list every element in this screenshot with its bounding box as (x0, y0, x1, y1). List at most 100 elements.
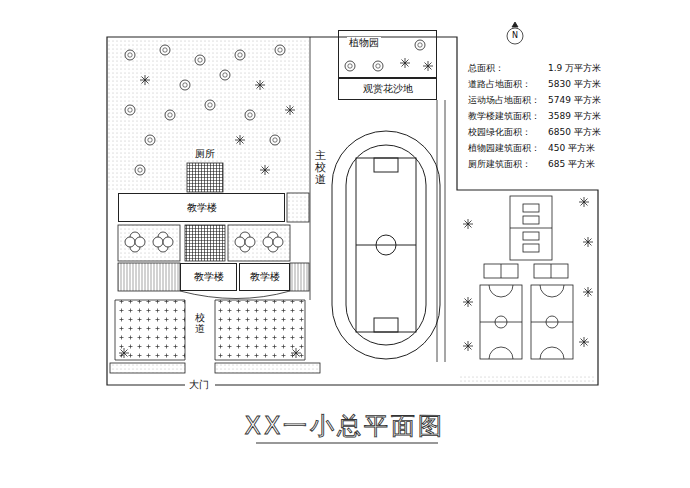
palm-tree (140, 75, 150, 85)
palm-tree (285, 105, 295, 115)
hedge (460, 374, 596, 383)
palm-tree (119, 348, 129, 358)
school-buildings (118, 163, 309, 299)
stat-value: 3589 平方米 (548, 111, 601, 121)
stat-value: 5830 平方米 (548, 79, 601, 89)
palm-tree (255, 80, 265, 90)
palm-tree (463, 297, 473, 307)
palm-tree (583, 237, 593, 247)
palm-tree (579, 197, 589, 207)
track-inner (346, 145, 426, 345)
building-label: 教学楼 (192, 271, 226, 283)
court-mark (523, 204, 539, 212)
sports-courts (460, 196, 596, 383)
running-track (332, 131, 440, 359)
palm-tree (423, 61, 433, 71)
court-mark (523, 232, 539, 240)
court-line (510, 228, 552, 229)
goal-box (374, 318, 398, 332)
shrub (180, 80, 190, 90)
shrub (125, 105, 135, 115)
north-arrow (507, 22, 523, 44)
stat-value: 685 平方米 (548, 159, 595, 169)
garden-area: 植物园 (338, 30, 437, 78)
road-edge (310, 37, 311, 300)
court-line (501, 264, 502, 278)
palm-tree (400, 58, 410, 68)
north-letter: N (512, 31, 518, 40)
flower-bed (115, 300, 185, 360)
shrub (245, 110, 255, 120)
key-arc (540, 285, 564, 359)
shrub (135, 165, 145, 175)
centre-circle (376, 235, 396, 255)
site-boundary (107, 37, 598, 385)
hedge (215, 363, 320, 373)
palm-tree (260, 165, 270, 175)
track-outer (332, 131, 440, 359)
sand-area: 观赏花沙地 (338, 78, 437, 100)
lawn-strip (287, 193, 309, 222)
stat-label: 厕所建筑面积： (468, 159, 531, 169)
hedge (110, 363, 185, 373)
palm-tree (463, 219, 473, 229)
shrub (195, 55, 205, 65)
entrance-arc (180, 291, 290, 299)
palm-tree (579, 337, 589, 347)
court-circle (546, 316, 558, 328)
shrub (373, 61, 383, 71)
shrub (205, 100, 215, 110)
stat-label: 植物园建筑面积： (468, 143, 540, 153)
north-pointer (512, 22, 518, 27)
building-label: 教学楼 (248, 271, 282, 283)
key-arc (489, 285, 513, 359)
courtyard-hatch (185, 225, 225, 261)
stat-value: 450 平方米 (548, 143, 595, 153)
building-wing (118, 263, 180, 291)
court-line (531, 322, 573, 323)
building-label: 教学楼 (185, 202, 219, 214)
stat-label: 校园绿化面积： (468, 127, 531, 137)
stat-value: 1.9 万平方米 (548, 63, 601, 73)
stat-value: 6850 平方米 (548, 127, 601, 137)
quatrefoil (125, 232, 283, 252)
title-underline (256, 442, 438, 443)
stat-label: 教学楼建筑面积： (468, 111, 540, 121)
road-name: 主校道 (315, 150, 326, 186)
shrub (165, 110, 175, 120)
volleyball-court (510, 196, 552, 260)
toilet-building: 厕所 (180, 146, 230, 162)
front-gardens (110, 300, 320, 373)
road-edge (445, 100, 446, 362)
building-label: 厕所 (193, 148, 217, 160)
gate-label: 大门 (189, 379, 209, 391)
building-label: 观赏花沙地 (361, 83, 415, 95)
building-wing (290, 263, 309, 291)
basketball-court (531, 285, 573, 359)
court-circle (495, 316, 507, 328)
courtyard (118, 225, 180, 261)
shrub (270, 135, 280, 145)
courtyard (228, 225, 290, 261)
tennis-court (534, 264, 568, 278)
north-circle (507, 28, 523, 44)
shrub (125, 50, 135, 60)
teaching-building: 教学楼 (180, 263, 237, 291)
palm-tree (291, 348, 301, 358)
court-mark (523, 216, 539, 224)
shrub (415, 40, 425, 50)
palm-tree (583, 287, 593, 297)
building-label: 植物园 (347, 37, 381, 49)
shrub (345, 61, 355, 71)
shrub (160, 45, 170, 55)
boundary-line (107, 37, 598, 385)
stat-label: 道路占地面积： (468, 79, 531, 89)
court-line (480, 322, 522, 323)
tennis-court (484, 264, 518, 278)
stat-label: 总面积： (468, 63, 504, 73)
toilet-hatch (187, 163, 223, 192)
shrub (220, 70, 230, 80)
shrub (235, 50, 245, 60)
court-line (551, 264, 552, 278)
halfway-line (356, 245, 416, 246)
